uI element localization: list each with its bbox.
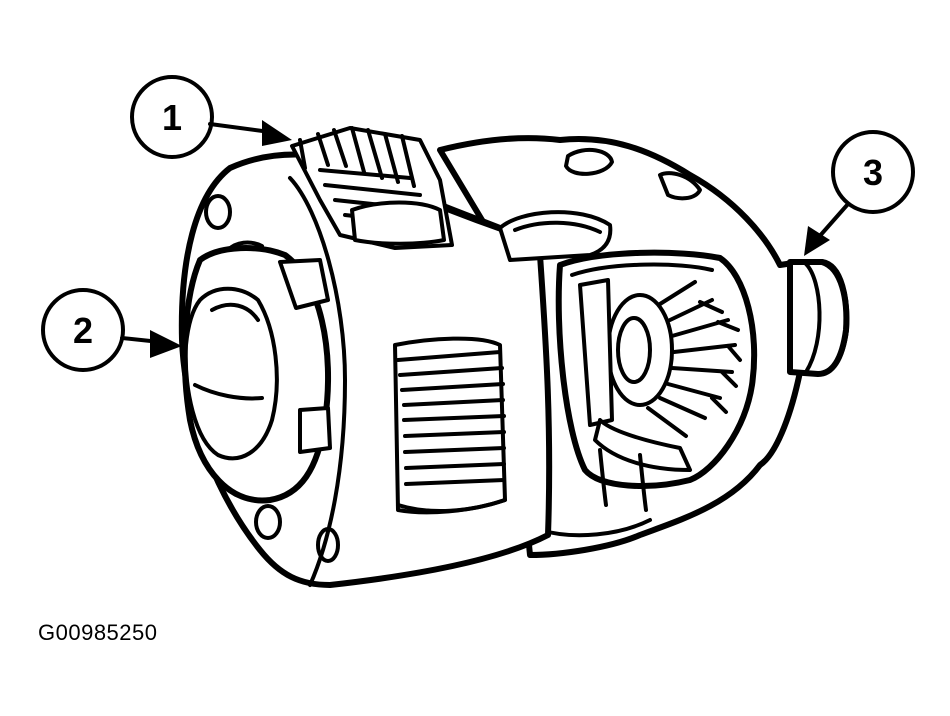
callout-1-arrow xyxy=(208,122,272,134)
callout-2-arrowhead xyxy=(150,330,182,358)
callout-1-number: 1 xyxy=(162,97,182,138)
callout-2-number: 2 xyxy=(73,310,93,351)
ring-gear xyxy=(290,126,613,515)
callout-3: 3 xyxy=(804,130,915,256)
callout-1-arrowhead xyxy=(262,120,292,146)
callout-3-arrowhead xyxy=(804,226,830,256)
callout-1: 1 xyxy=(130,75,292,159)
callout-2: 2 xyxy=(41,288,182,372)
callout-3-arrow xyxy=(816,202,850,240)
figure-id-label: G00985250 xyxy=(38,620,158,645)
callout-3-number: 3 xyxy=(863,152,883,193)
